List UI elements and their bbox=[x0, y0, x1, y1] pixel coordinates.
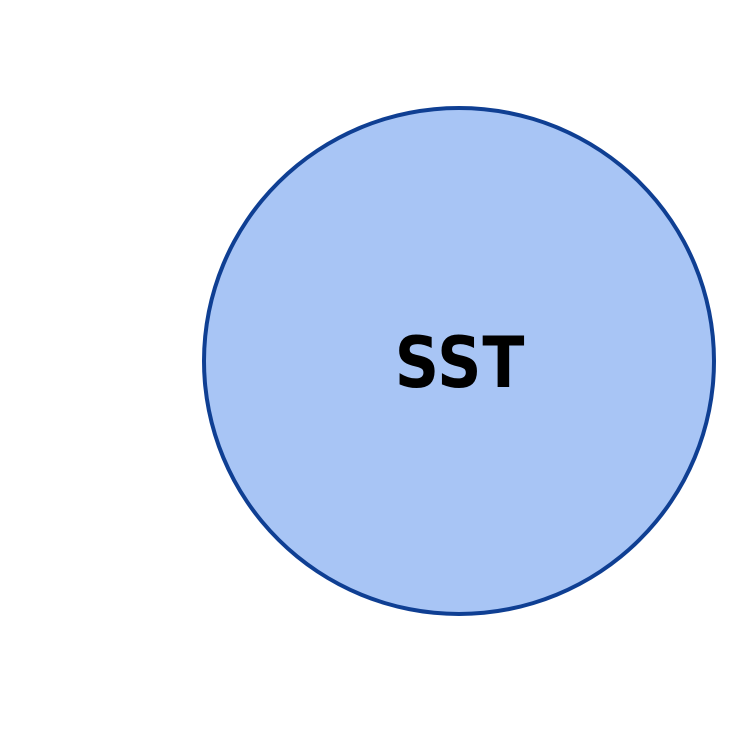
circle-label: SST bbox=[394, 322, 526, 404]
sst-circle bbox=[202, 106, 716, 616]
